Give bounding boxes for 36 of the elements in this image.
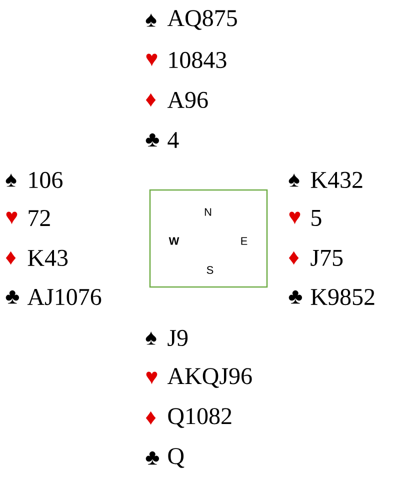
suit-symbol: ♥: [146, 54, 158, 66]
suit-symbol: ♠: [146, 331, 156, 345]
suit-symbol: ♣: [146, 451, 159, 465]
suit-symbol: ♣: [288, 290, 302, 304]
card-holding: 4: [168, 132, 179, 148]
card-holding: Q1082: [168, 408, 232, 428]
card-holding: J75: [310, 250, 343, 266]
card-holding: 5: [312, 210, 322, 226]
card-holding: A96: [167, 92, 208, 108]
suit-symbol: ♣: [6, 290, 19, 304]
card-holding: 106: [29, 172, 62, 188]
card-holding: J9: [168, 330, 188, 346]
card-holding: AQ875: [167, 10, 237, 30]
suit-symbol: ♦: [288, 251, 299, 265]
compass-letter: N: [204, 208, 212, 216]
suit-symbol: ♦: [146, 93, 156, 107]
card-holding: K43: [28, 250, 68, 266]
card-holding: AKQJ96: [167, 368, 252, 388]
suit-symbol: ♥: [6, 212, 18, 224]
compass-letter: S: [206, 266, 214, 274]
compass-letter: W: [168, 237, 180, 245]
card-holding: 72: [28, 210, 50, 226]
card-holding: K432: [310, 172, 362, 188]
suit-symbol: ♦: [6, 251, 16, 265]
card-holding: Q: [168, 448, 184, 468]
suit-symbol: ♠: [288, 173, 300, 187]
suit-symbol: ♠: [6, 173, 16, 187]
suit-symbol: ♦: [146, 411, 156, 425]
card-holding: K9852: [310, 288, 374, 306]
card-holding: 10843: [169, 52, 226, 68]
suit-symbol: ♥: [289, 212, 300, 224]
compass-letter: E: [241, 237, 248, 245]
suit-symbol: ♥: [146, 372, 158, 384]
suit-symbol: ♣: [146, 133, 159, 147]
card-holding: AJ1076: [27, 288, 102, 306]
suit-symbol: ♠: [146, 13, 156, 27]
